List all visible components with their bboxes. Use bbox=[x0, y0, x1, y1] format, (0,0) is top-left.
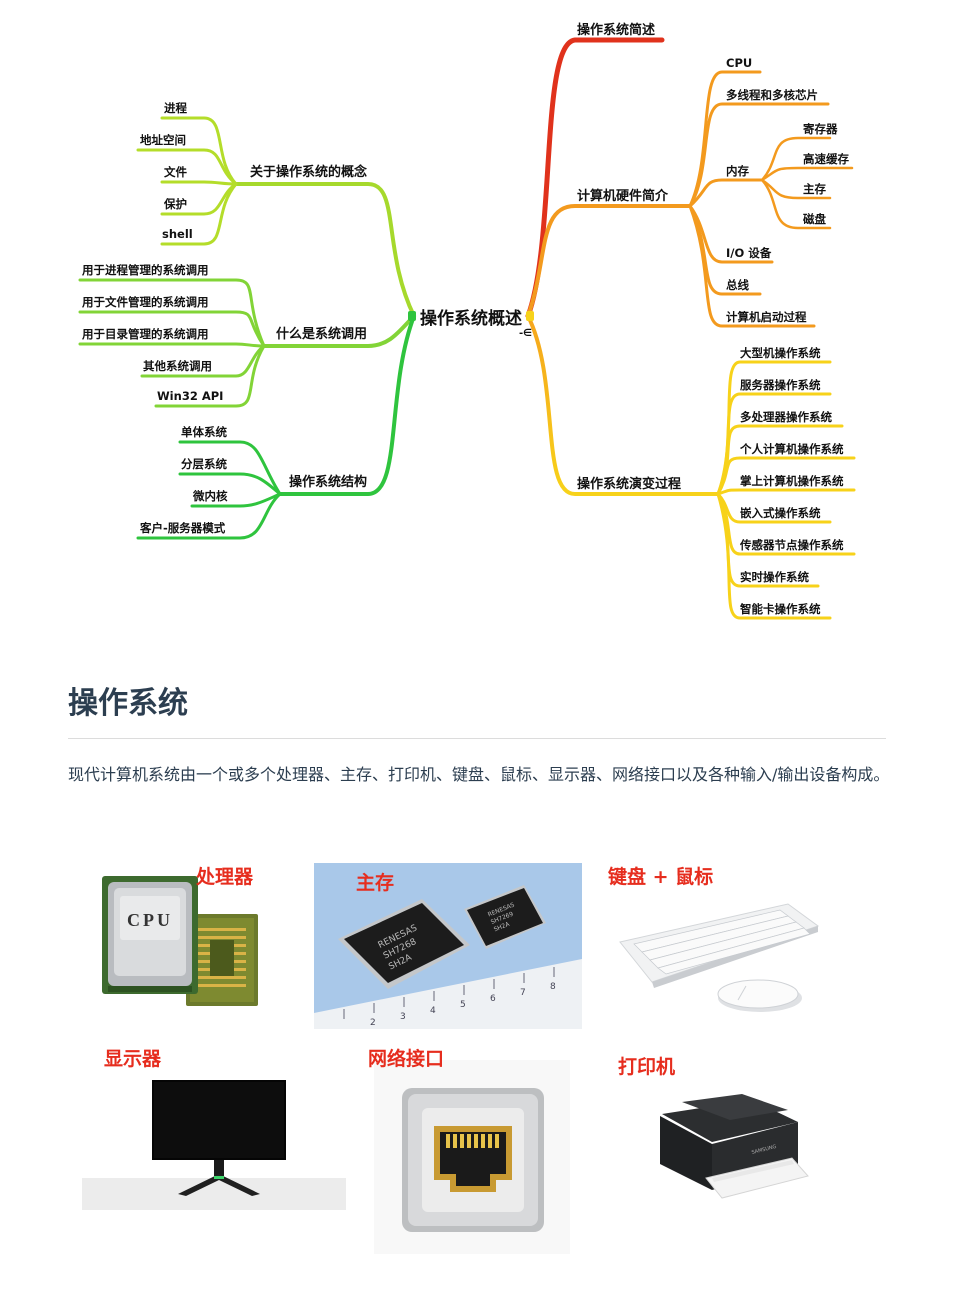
branch-line-structure bbox=[278, 314, 416, 496]
connector-line bbox=[688, 204, 816, 328]
leaf-pc-os: 个人计算机操作系统 bbox=[739, 442, 844, 456]
leaf-microkernel: 微内核 bbox=[192, 489, 228, 503]
ruler-number: 4 bbox=[430, 1006, 436, 1016]
leaf-process: 进程 bbox=[164, 101, 187, 115]
connector-line bbox=[160, 182, 238, 246]
branch-line-os-brief bbox=[525, 37, 665, 319]
leaf-win32: Win32 API bbox=[157, 389, 223, 403]
leaf-bus: 总线 bbox=[726, 278, 749, 292]
leaf-server-os: 服务器操作系统 bbox=[740, 378, 821, 392]
leaf-disk: 磁盘 bbox=[803, 212, 826, 226]
connector-line bbox=[140, 344, 266, 378]
connector-line bbox=[154, 344, 266, 408]
leaf-registers: 寄存器 bbox=[803, 122, 838, 136]
leaf-main-memory: 主存 bbox=[803, 182, 826, 196]
branch-line-evolution bbox=[526, 314, 720, 496]
leaf-sensor-os: 传感器节点操作系统 bbox=[739, 538, 844, 552]
leaf-handheld-os: 掌上计算机操作系统 bbox=[740, 474, 844, 488]
connector-line bbox=[716, 492, 832, 620]
leaf-address-space: 地址空间 bbox=[140, 133, 186, 147]
branch-line-concepts bbox=[234, 182, 416, 318]
leaf-layered: 分层系统 bbox=[181, 457, 227, 471]
monitor-label: 显示器 bbox=[104, 1048, 162, 1070]
connector-line bbox=[136, 492, 282, 540]
connector-line bbox=[78, 342, 266, 348]
connector-line bbox=[716, 488, 856, 496]
collapse-icon: -∈ bbox=[519, 328, 532, 339]
connector-line bbox=[716, 456, 856, 496]
leaf-realtime-os: 实时操作系统 bbox=[740, 570, 809, 584]
network-port-image bbox=[374, 1060, 570, 1254]
ruler-number: 3 bbox=[400, 1012, 406, 1022]
leaf-multithread: 多线程和多核芯片 bbox=[726, 88, 818, 102]
leaf-boot: 计算机启动过程 bbox=[726, 310, 807, 324]
connector-line bbox=[760, 178, 832, 230]
connector-line bbox=[178, 472, 282, 496]
memory-label: 主存 bbox=[356, 872, 395, 894]
leaf-dir-syscalls: 用于目录管理的系统调用 bbox=[81, 327, 209, 341]
leaf-cpu: CPU bbox=[726, 56, 752, 70]
leaf-monolithic: 单体系统 bbox=[181, 425, 227, 439]
connector-line bbox=[178, 440, 282, 496]
connector-line bbox=[760, 178, 832, 200]
branch-line-hardware bbox=[526, 204, 692, 318]
connector-line bbox=[688, 178, 764, 208]
leaf-mainframe-os: 大型机操作系统 bbox=[740, 346, 821, 360]
ruler-number: 6 bbox=[490, 994, 496, 1004]
topic-evolution: 操作系统演变过程 bbox=[577, 476, 681, 492]
leaf-process-syscalls: 用于进程管理的系统调用 bbox=[81, 263, 209, 277]
connector-line bbox=[136, 148, 238, 186]
leaf-multiprocessor-os: 多处理器操作系统 bbox=[740, 410, 832, 424]
root-connector-left bbox=[408, 311, 416, 321]
leaf-smartcard-os: 智能卡操作系统 bbox=[740, 602, 821, 616]
connector-line bbox=[160, 180, 238, 186]
topic-syscalls: 什么是系统调用 bbox=[276, 326, 367, 342]
ruler-number: 8 bbox=[550, 982, 556, 992]
mind-map: 操作系统概述 -∈ 操作系统简述 计算机硬件简介 操作系统演变过程 CPU 多线… bbox=[78, 22, 856, 620]
connector-line bbox=[160, 116, 238, 186]
leaf-other-syscalls: 其他系统调用 bbox=[143, 359, 212, 373]
network-label: 网络接口 bbox=[368, 1048, 445, 1070]
leaf-file-syscalls: 用于文件管理的系统调用 bbox=[81, 295, 209, 309]
connector-line bbox=[760, 136, 832, 182]
topic-hardware: 计算机硬件简介 bbox=[577, 188, 669, 204]
leaf-protection: 保护 bbox=[163, 197, 187, 211]
topic-structure: 操作系统结构 bbox=[289, 474, 367, 490]
keyboard-mouse-image bbox=[619, 903, 820, 1012]
printer-label: 打印机 bbox=[618, 1056, 676, 1078]
root-connector-right bbox=[526, 311, 534, 321]
section-title: 操作系统 bbox=[68, 686, 188, 721]
leaf-cache: 高速缓存 bbox=[803, 152, 849, 166]
cpu-chip-text: CPU bbox=[127, 910, 173, 930]
keyboard-mouse-label: 键盘 + 鼠标 bbox=[608, 866, 714, 888]
leaf-client-server: 客户-服务器模式 bbox=[139, 521, 226, 535]
printer-image: SAMSUNG bbox=[602, 1050, 848, 1230]
leaf-file: 文件 bbox=[164, 165, 187, 179]
topic-os-brief: 操作系统简述 bbox=[577, 22, 655, 38]
ruler-number: 5 bbox=[460, 1000, 466, 1010]
connector-line bbox=[78, 310, 266, 348]
monitor-image bbox=[82, 1064, 346, 1210]
connector-line bbox=[78, 278, 266, 348]
connector-line bbox=[760, 166, 854, 182]
topic-concepts: 关于操作系统的概念 bbox=[250, 164, 367, 180]
cpu-label: 处理器 bbox=[196, 866, 254, 888]
cpu-image: CPU bbox=[102, 876, 258, 1006]
ruler-number: 2 bbox=[370, 1018, 376, 1028]
leaf-embedded-os: 嵌入式操作系统 bbox=[740, 506, 821, 520]
section-divider bbox=[68, 738, 886, 739]
memory-chip-image: 2 3 4 5 6 7 8 RENESAS SH7268 SH2A RENESA… bbox=[314, 863, 582, 1029]
connector-line bbox=[190, 492, 282, 508]
leaf-memory: 内存 bbox=[726, 164, 749, 178]
leaf-shell: shell bbox=[162, 227, 193, 241]
root-topic: 操作系统概述 bbox=[420, 308, 522, 329]
leaf-io: I/O 设备 bbox=[726, 246, 772, 260]
ruler-number: 7 bbox=[520, 988, 526, 998]
section-paragraph: 现代计算机系统由一个或多个处理器、主存、打印机、键盘、鼠标、显示器、网络接口以及… bbox=[68, 765, 890, 784]
connector-line bbox=[688, 102, 830, 208]
